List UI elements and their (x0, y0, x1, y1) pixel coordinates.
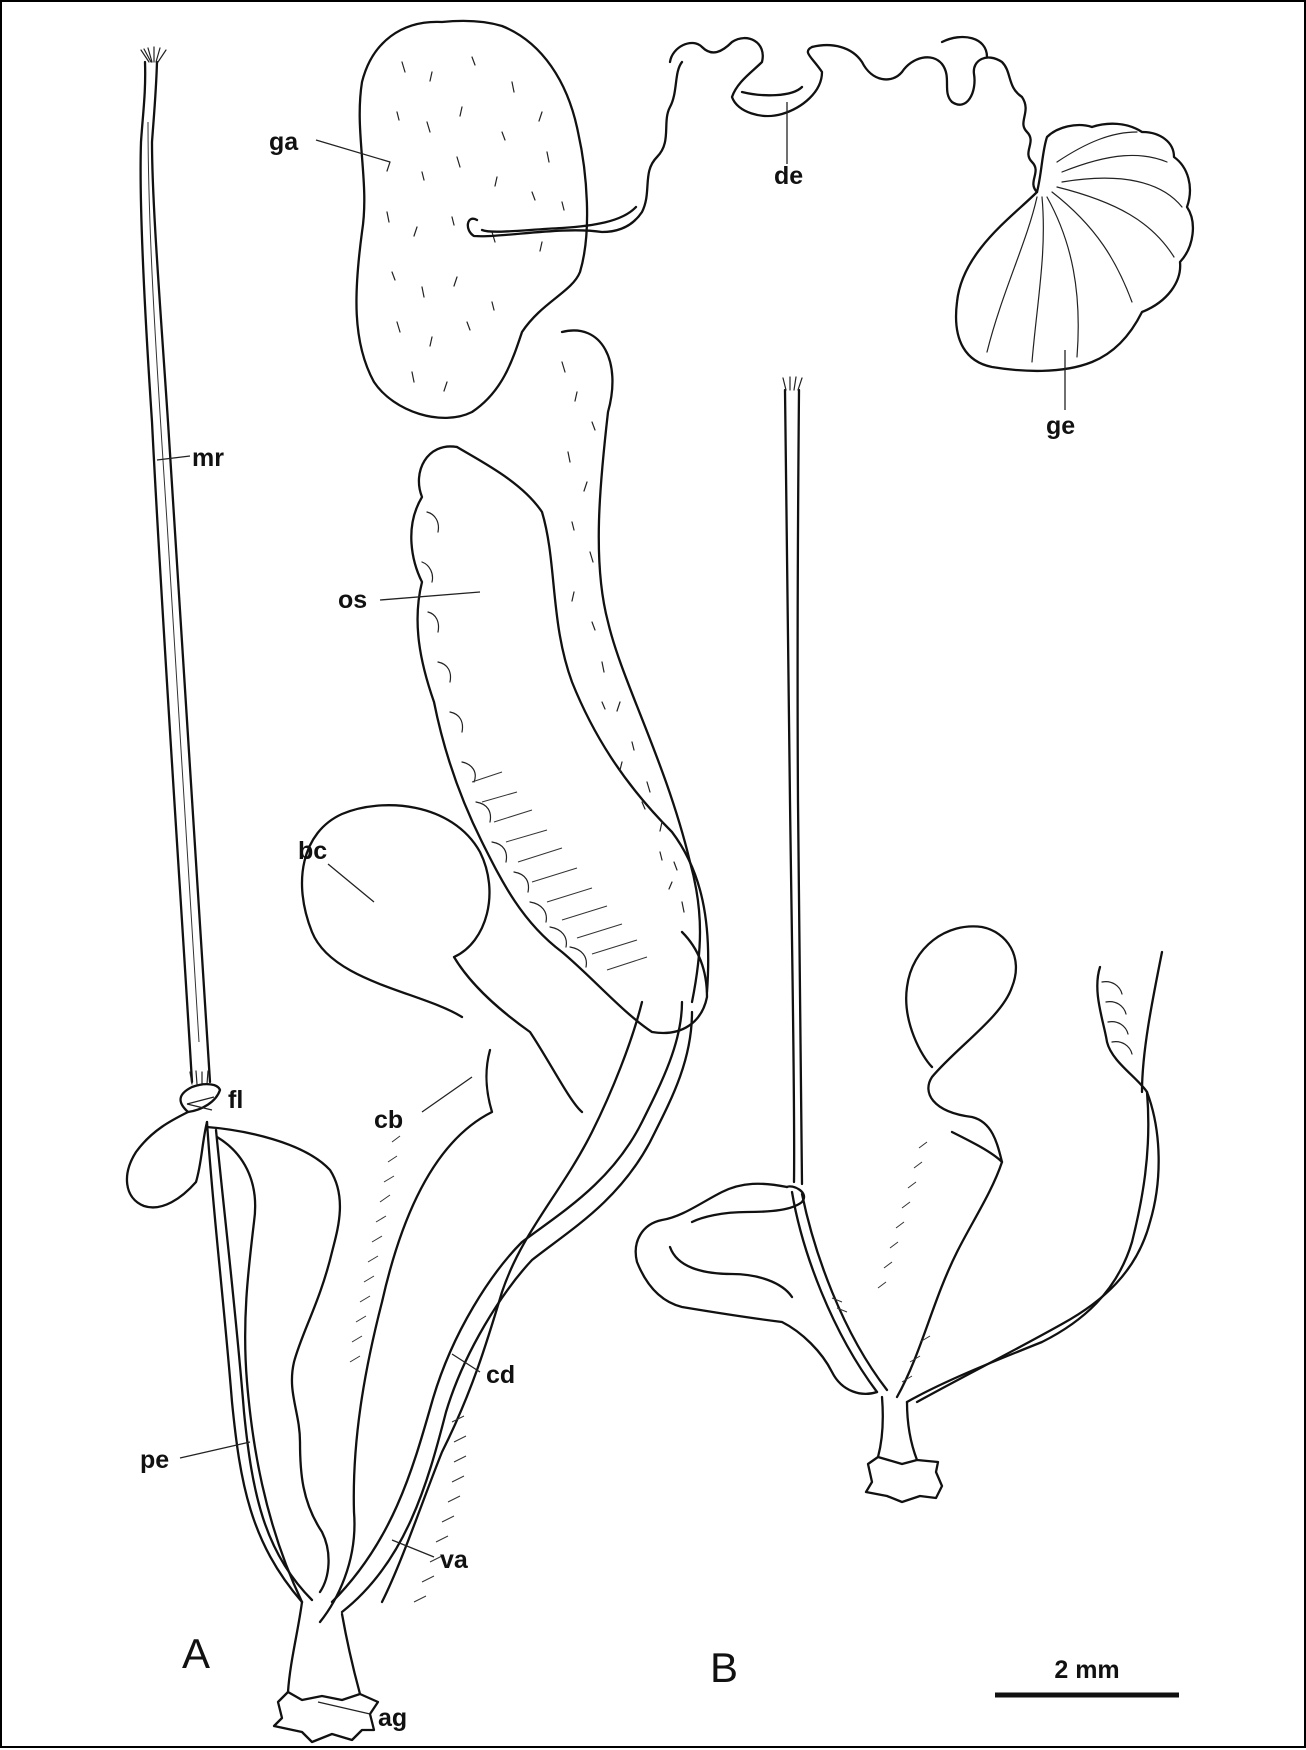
bursa-copulatrix-b (897, 926, 1016, 1397)
panel-label-b: B (710, 1644, 738, 1691)
label-ga: ga (269, 128, 299, 156)
label-mr: mr (192, 444, 224, 472)
scale-bar: 2 mm (995, 1656, 1179, 1695)
label-bc: bc (298, 837, 327, 865)
label-ag: ag (378, 1704, 407, 1732)
label-de: de (774, 162, 803, 190)
genital-atrium-a (274, 1602, 378, 1742)
scale-bar-label: 2 mm (1054, 1656, 1119, 1684)
label-ge: ge (1046, 412, 1075, 440)
label-cb: cb (374, 1106, 403, 1134)
spermoviduct-a (332, 330, 708, 1612)
label-va: va (440, 1546, 469, 1574)
label-os: os (338, 586, 367, 614)
hermaphroditic-duct (468, 37, 1037, 236)
retractor-muscle-b (783, 377, 802, 1184)
label-pe: pe (140, 1446, 169, 1474)
penis-a (127, 1084, 340, 1602)
panel-label-a: A (182, 1630, 210, 1677)
hermaphroditic-gland (956, 124, 1193, 371)
penis-b (636, 1184, 887, 1394)
label-cd: cd (486, 1361, 515, 1389)
label-fl: fl (228, 1086, 243, 1114)
bursa-copulatrix-a (302, 805, 582, 1622)
panel-labels: A B (182, 1630, 738, 1691)
genital-atrium-b (866, 1397, 942, 1502)
retractor-muscle-a (141, 47, 210, 1084)
